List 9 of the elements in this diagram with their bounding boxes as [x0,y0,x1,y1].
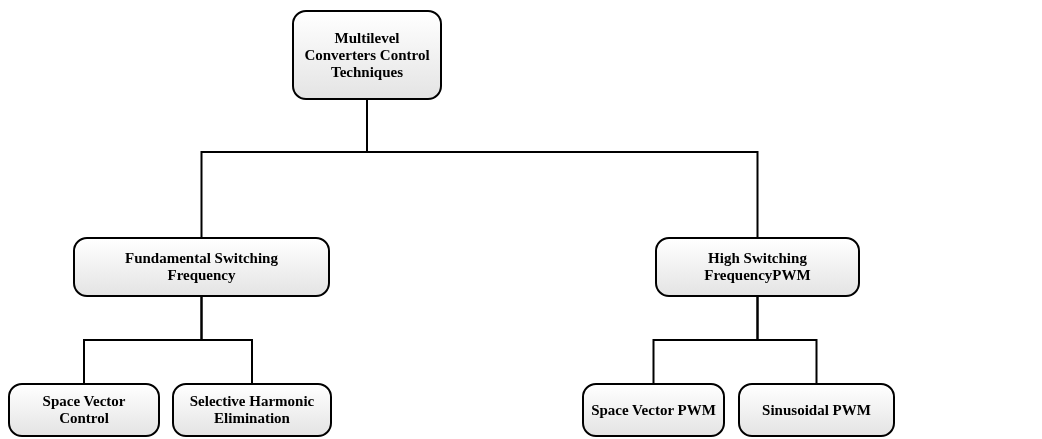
process-box: Selective Harmonic Elimination [172,383,332,437]
process-box: High Switching FrequencyPWM [655,237,860,297]
process-box: Sinusoidal PWM [738,383,895,437]
process-box: Space Vector Control [8,383,160,437]
process-box: Fundamental Switching Frequency [73,237,330,297]
connector-line [756,296,818,384]
connector-line [200,296,253,384]
process-box: Space Vector PWM [582,383,725,437]
process-box: Multilevel Converters Control Techniques [292,10,442,100]
